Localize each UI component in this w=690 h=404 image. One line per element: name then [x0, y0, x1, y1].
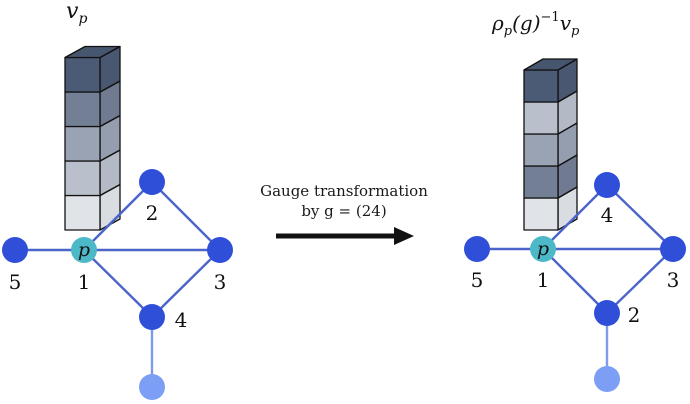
edge-1-4 — [542, 184, 608, 250]
label-node-4: 4 — [601, 203, 614, 227]
vector-block-front — [64, 160, 101, 197]
vector-block-front — [64, 194, 101, 231]
vector-block-5 — [64, 45, 121, 93]
vector-block-front — [64, 91, 101, 128]
vector-block-front — [523, 197, 559, 231]
node-p — [530, 236, 556, 262]
right-title: ρp(g)−1vp — [491, 10, 580, 39]
vector-block-front — [64, 125, 101, 162]
right-graph-nodes: p — [464, 172, 686, 392]
vector-block-front — [523, 165, 559, 199]
vector-block-front — [64, 56, 101, 93]
label-node-3: 3 — [214, 270, 227, 294]
vector-block-5 — [523, 58, 578, 103]
right-title-sup: −1 — [541, 10, 560, 25]
right-vector-stack — [523, 58, 578, 231]
vector-block-1 — [64, 183, 121, 231]
left-graph-labels: 5 1 2 3 4 — [9, 201, 227, 332]
node-p-label: p — [78, 239, 90, 261]
left-panel: vp p 5 1 2 3 4 — [2, 0, 233, 400]
node-external — [594, 366, 620, 392]
edge-1-2 — [83, 181, 153, 251]
vector-block-front — [523, 69, 559, 103]
edge-1-2 — [542, 248, 608, 314]
node-5 — [2, 237, 28, 263]
edge-3-4 — [151, 249, 221, 318]
edge-4-3 — [606, 184, 674, 250]
right-title-v: v — [560, 11, 572, 35]
transformation-line2: by g = (24) — [301, 202, 386, 220]
vector-block-front — [523, 133, 559, 167]
edge-1-4 — [83, 249, 153, 318]
label-node-1: 1 — [78, 270, 91, 294]
right-panel: ρp(g)−1vp p 5 1 4 3 2 — [464, 10, 686, 392]
edge-3-2 — [606, 248, 674, 314]
left-title-sub: p — [78, 11, 87, 27]
left-title-main: v — [66, 0, 79, 24]
right-title-v-sub: p — [571, 24, 580, 39]
label-node-3: 3 — [667, 268, 680, 292]
right-graph-labels: 5 1 4 3 2 — [471, 203, 680, 327]
node-2 — [139, 169, 165, 195]
arrow-head-icon — [394, 227, 414, 245]
transformation-line1: Gauge transformation — [260, 182, 428, 200]
transformation: Gauge transformation by g = (24) — [260, 182, 428, 245]
vector-block-front — [523, 101, 559, 135]
node-5 — [464, 236, 490, 262]
label-node-5: 5 — [471, 268, 484, 292]
vector-block-3 — [64, 114, 121, 162]
label-node-1: 1 — [537, 268, 550, 292]
left-graph-nodes: p — [2, 169, 233, 400]
vector-block-top — [523, 58, 578, 71]
node-3 — [660, 236, 686, 262]
right-title-mid: (g) — [512, 11, 540, 35]
vector-block-4 — [523, 90, 578, 135]
node-3 — [207, 237, 233, 263]
label-node-2: 2 — [146, 201, 159, 225]
left-vector-stack — [64, 45, 121, 231]
vector-block-top — [64, 45, 121, 59]
label-node-2: 2 — [628, 303, 641, 327]
right-title-rho: ρ — [491, 11, 504, 35]
node-4 — [594, 172, 620, 198]
label-node-5: 5 — [9, 270, 22, 294]
node-4 — [139, 304, 165, 330]
edge-2-3 — [151, 181, 221, 251]
right-title-rho-sub: p — [504, 24, 513, 39]
node-p-label: p — [537, 238, 549, 260]
label-node-4: 4 — [175, 308, 188, 332]
vector-block-1 — [523, 186, 578, 231]
left-title: vp — [66, 0, 87, 27]
node-2 — [594, 300, 620, 326]
node-p — [71, 237, 97, 263]
node-external — [139, 374, 165, 400]
